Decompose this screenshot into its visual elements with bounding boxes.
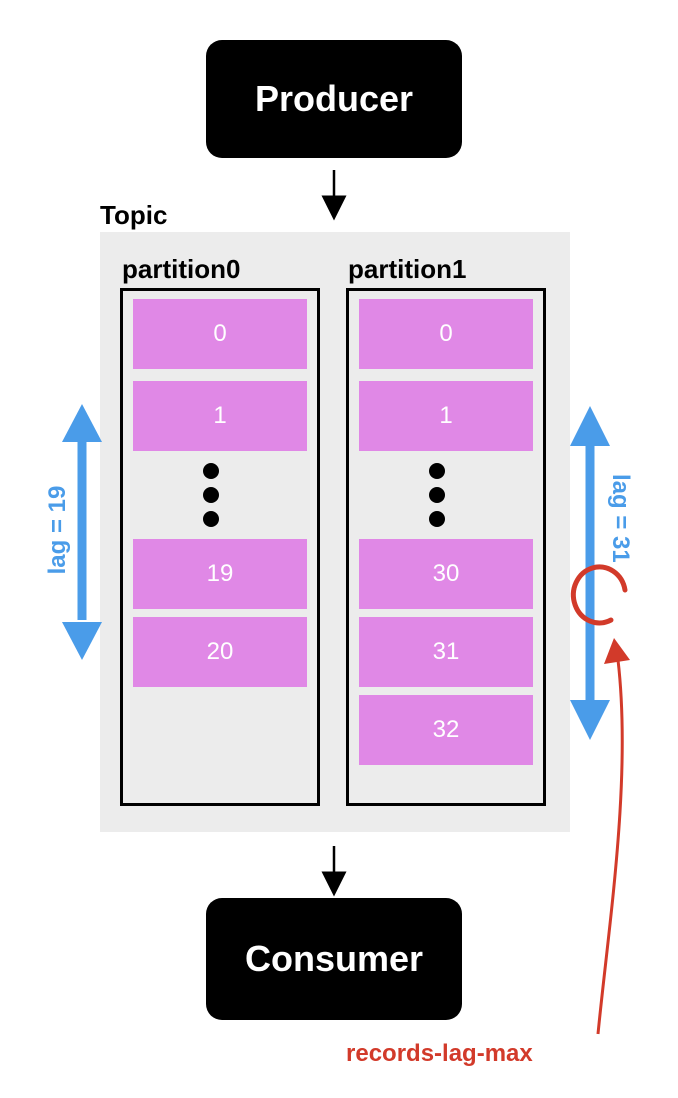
dot (203, 463, 219, 479)
partition1-record: 32 (359, 695, 533, 765)
dot (203, 511, 219, 527)
highlight-circle-icon (570, 564, 628, 626)
lag-right-arrow-icon (570, 406, 610, 740)
partition1-box: 0 1 30 31 32 (346, 288, 546, 806)
partition1-record: 0 (359, 299, 533, 369)
partition0-record: 20 (133, 617, 307, 687)
partition0-record: 0 (133, 299, 307, 369)
topic-label: Topic (100, 200, 168, 230)
dot (203, 487, 219, 503)
lag-left-label: lag = 19 (44, 485, 71, 575)
partition0-record: 1 (133, 381, 307, 451)
partition0-label: partition0 (122, 254, 241, 284)
producer-label: Producer (254, 78, 414, 119)
producer-box: Producer (206, 40, 462, 158)
partition1-record: 31 (359, 617, 533, 687)
partition1-label: partition1 (348, 254, 467, 284)
lag-left-arrow-icon (62, 404, 102, 660)
dot (429, 511, 445, 527)
consumer-label: Consumer (244, 938, 424, 979)
partition1-record: 1 (359, 381, 533, 451)
partition0-record: 19 (133, 539, 307, 609)
consumer-box: Consumer (206, 898, 462, 1020)
dot (429, 463, 445, 479)
annotation-arrowhead-icon (604, 638, 630, 664)
annotation-arrow-icon (596, 659, 624, 1035)
lag-right-label: lag = 31 (607, 474, 634, 563)
ellipsis-dots (123, 463, 317, 527)
partition0-box: 0 1 19 20 (120, 288, 320, 806)
partition1-record: 30 (359, 539, 533, 609)
records-lag-max-label: records-lag-max (346, 1040, 533, 1067)
ellipsis-dots (349, 463, 543, 527)
dot (429, 487, 445, 503)
